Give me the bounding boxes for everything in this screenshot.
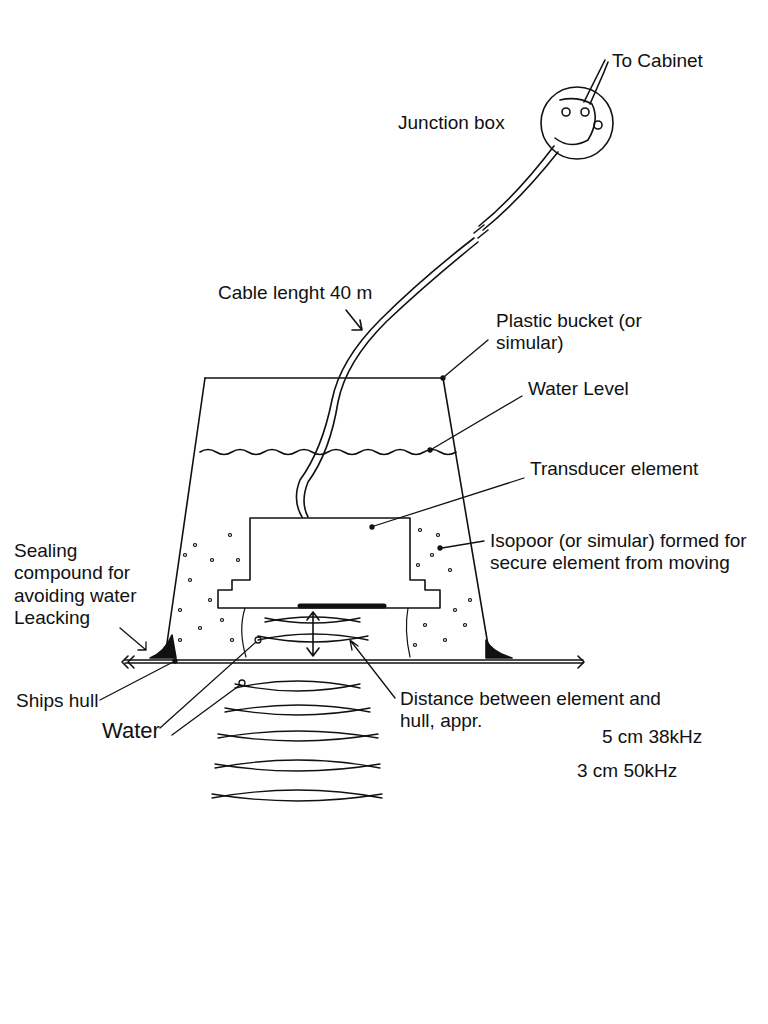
distance-value: 5 cm 38kHz [602,726,752,748]
sealing-compound [150,635,176,658]
bucket-label: Plastic bucket (or simular) [496,310,646,355]
transducer-label: Transducer element [530,458,745,480]
leader-arrow [346,310,362,330]
water-level-label: Water Level [528,378,678,400]
sealing-compound [486,640,512,658]
isopoor-label: Isopoor (or simular) formed for secure e… [490,530,752,575]
leader-lines [100,340,524,735]
isopoor-fill [179,529,472,658]
water-label: Water [102,718,192,744]
cable-length-label: Cable lenght 40 m [218,282,408,304]
distance-value: 3 cm 50kHz [577,760,727,782]
transducer-element [218,518,440,608]
junction-box-label: Junction box [398,112,533,134]
water-level [200,450,456,455]
junction-box-symbol [541,60,613,159]
bucket [165,378,490,657]
cabinet-label: To Cabinet [612,50,752,72]
ships-hull [122,656,584,668]
cable [296,146,558,517]
hull-label: Ships hull [16,690,116,712]
sealing-compound-label: Sealing compound for avoiding water Leac… [14,540,146,630]
